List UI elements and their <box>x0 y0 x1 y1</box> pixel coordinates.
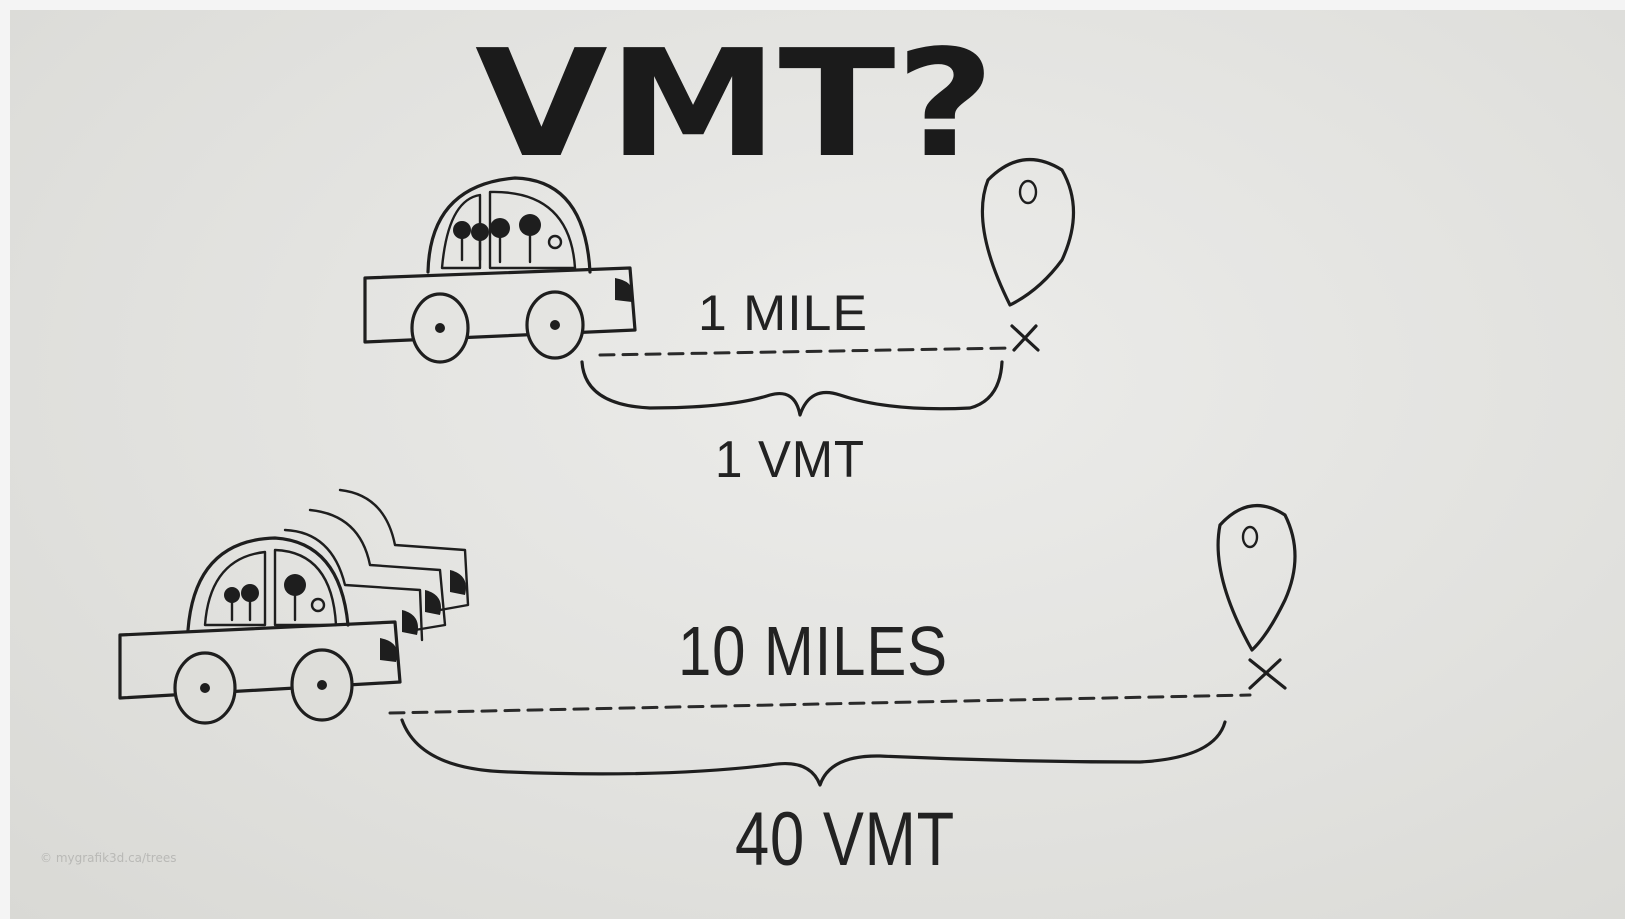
bottom-car-icon <box>118 488 470 725</box>
diagram-title: VMT? <box>475 18 995 190</box>
bottom-result-label: 40 VMT <box>735 797 955 882</box>
top-result-label: 1 VMT <box>715 431 865 489</box>
diagram-canvas: VMT? 1 MILE 1 VMT <box>40 18 1297 882</box>
bottom-distance-brace <box>400 718 1227 787</box>
top-distance-brace <box>580 360 1004 417</box>
top-destination-pin-icon <box>980 158 1076 352</box>
image-credit: © mygrafik3d.ca/trees <box>40 851 176 865</box>
bottom-distance-path <box>388 693 1252 715</box>
top-car-icon <box>363 176 637 364</box>
top-distance-path <box>598 346 1012 357</box>
whiteboard: VMT? 1 MILE 1 VMT <box>10 10 1625 919</box>
top-distance-label: 1 MILE <box>698 285 868 341</box>
bottom-distance-label: 10 MILES <box>678 612 948 690</box>
bottom-destination-pin-icon <box>1216 504 1297 690</box>
